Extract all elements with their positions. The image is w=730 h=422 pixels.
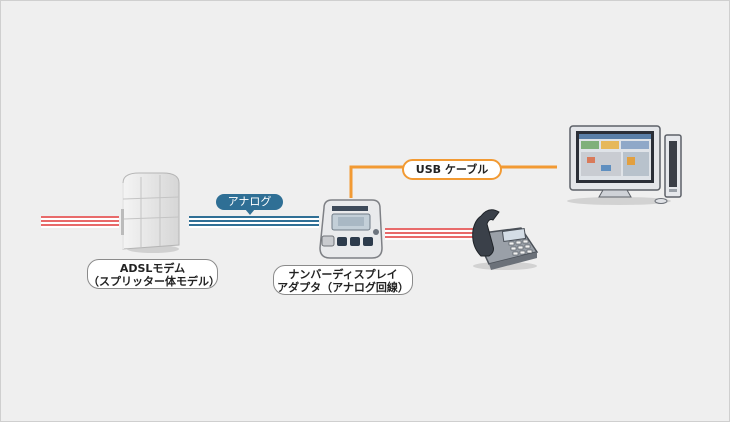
telephone-icon <box>472 209 539 270</box>
adsl-modem-label-line2: （スプリッター体モデル） <box>88 275 220 288</box>
desktop-computer-icon <box>567 125 682 205</box>
adapter-label-line1: ナンバーディスプレイ <box>288 268 398 281</box>
adsl-modem-icon <box>121 172 180 253</box>
usb-cable-label: USB ケーブル <box>402 159 502 180</box>
number-display-adapter-icon <box>319 199 383 259</box>
adsl-modem-label: ADSLモデム （スプリッター体モデル） <box>87 259 220 289</box>
analog-tag: アナログ <box>216 194 283 215</box>
phone-line <box>385 228 482 240</box>
adapter-label-line2: アダプタ（アナログ回線） <box>277 281 409 294</box>
adapter-label: ナンバーディスプレイ アダプタ（アナログ回線） <box>273 265 413 295</box>
analog-line <box>189 216 319 228</box>
adsl-line-left <box>41 216 119 228</box>
adsl-modem-label-line1: ADSLモデム <box>119 262 186 275</box>
